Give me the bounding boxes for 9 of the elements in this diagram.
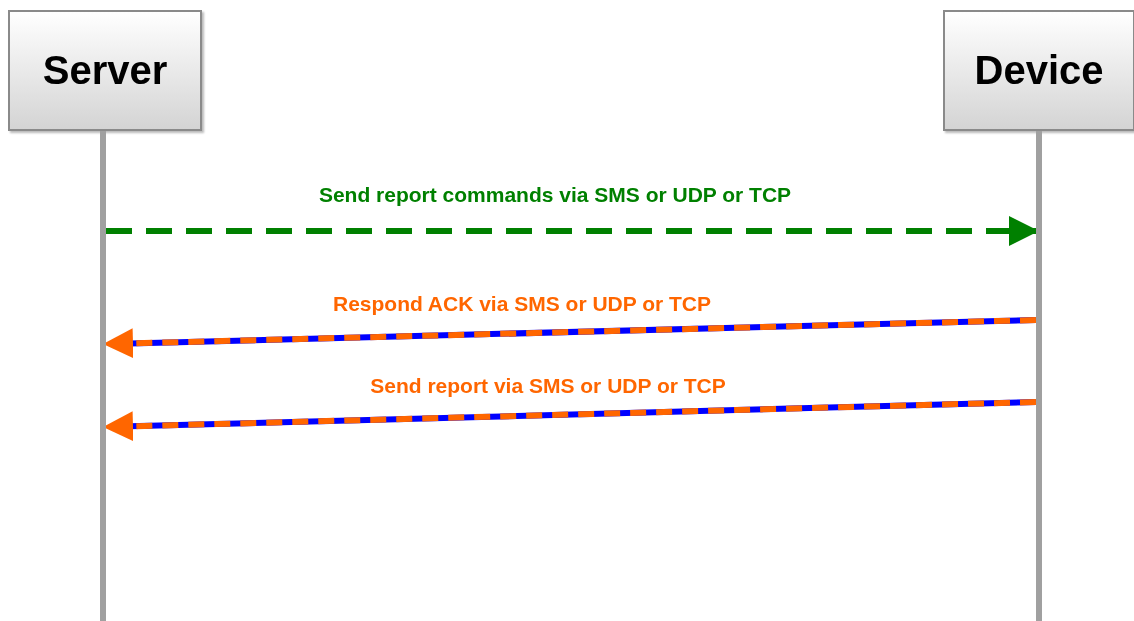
lifeline bbox=[1036, 131, 1042, 621]
message-arrow bbox=[106, 216, 1039, 246]
participant-name: Server bbox=[42, 48, 168, 93]
message-arrow bbox=[103, 399, 1037, 442]
participant-box bbox=[943, 10, 1134, 131]
message-arrow bbox=[103, 317, 1037, 359]
participant-name: Device bbox=[974, 48, 1104, 93]
lifeline bbox=[100, 131, 106, 621]
participant-box bbox=[8, 10, 202, 131]
